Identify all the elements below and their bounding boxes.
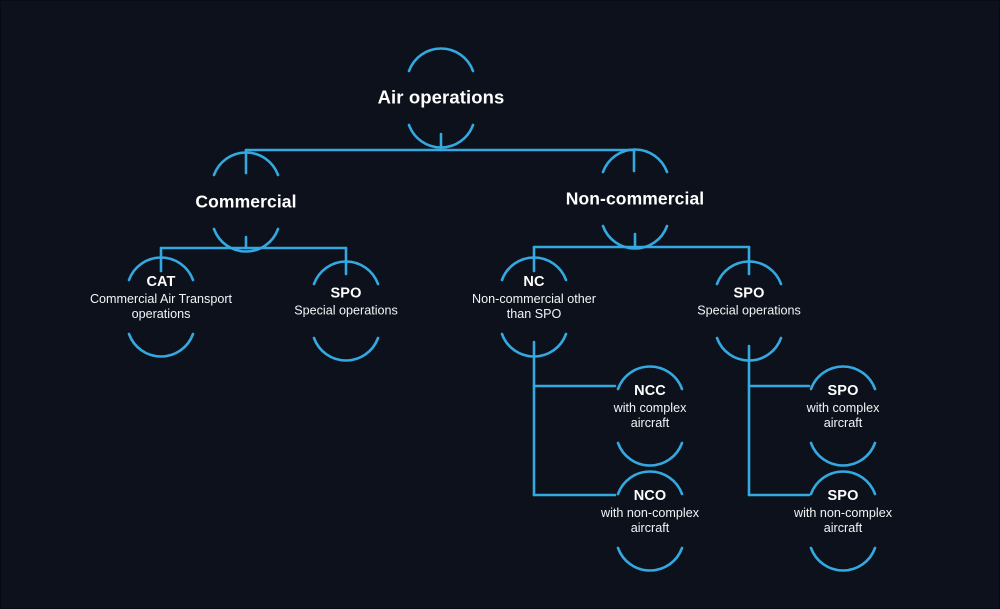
node-cat-subtitle-line1: Commercial Air Transport	[89, 291, 233, 306]
arc-top-spo-non-commercial	[715, 260, 783, 286]
node-air-operations-title: Air operations	[377, 86, 505, 108]
node-nco-subtitle-line2: aircraft	[630, 520, 670, 535]
arc-bottom-spo-complex	[809, 441, 877, 467]
arc-bottom-commercial	[212, 227, 280, 253]
node-spo-non-complex-subtitle-line2: aircraft	[823, 520, 863, 535]
arc-bottom-nco	[616, 546, 684, 572]
node-cat-title: CAT	[146, 273, 176, 290]
node-air-operations[interactable]: Air operations	[378, 87, 505, 110]
node-non-commercial-title: Non-commercial	[565, 188, 705, 209]
node-nco[interactable]: NCO with non-complex aircraft	[601, 488, 699, 536]
node-spo-commercial[interactable]: SPO Special operations	[294, 285, 398, 318]
arc-bottom-non-commercial	[601, 224, 669, 250]
node-commercial[interactable]: Commercial	[195, 191, 296, 212]
node-nco-subtitle-line1: with non-complex	[601, 505, 699, 520]
node-nc[interactable]: NC Non-commercial other than SPO	[472, 274, 596, 322]
node-non-commercial[interactable]: Non-commercial	[566, 188, 705, 209]
node-commercial-title: Commercial	[195, 191, 297, 212]
node-spo-commercial-title: SPO	[330, 285, 362, 302]
arc-bottom-nc	[500, 332, 568, 358]
arc-top-spo-commercial	[312, 260, 380, 286]
node-ncc-subtitle-line2: aircraft	[630, 415, 670, 430]
arc-top-non-commercial	[601, 148, 669, 174]
node-spo-commercial-subtitle: Special operations	[294, 303, 398, 318]
arc-top-root	[407, 47, 475, 73]
arc-bottom-spo-non-complex	[809, 546, 877, 572]
node-spo-non-commercial-title: SPO	[733, 285, 765, 302]
node-spo-non-commercial-subtitle: Special operations	[697, 303, 801, 318]
node-nco-title: NCO	[633, 487, 667, 504]
arc-top-commercial	[212, 151, 280, 177]
node-nc-title: NC	[523, 273, 545, 290]
node-spo-non-commercial[interactable]: SPO Special operations	[697, 285, 801, 318]
node-nc-subtitle-line1: Non-commercial other	[472, 291, 596, 306]
node-spo-non-complex-title: SPO	[827, 487, 859, 504]
node-spo-complex-title: SPO	[827, 382, 859, 399]
arc-bottom-spo-non-commercial	[715, 336, 783, 362]
node-ncc[interactable]: NCC with complex aircraft	[614, 383, 687, 431]
arc-bottom-spo-commercial	[312, 336, 380, 362]
node-spo-complex[interactable]: SPO with complex aircraft	[807, 383, 880, 431]
arc-bottom-root	[407, 123, 475, 149]
node-nc-subtitle-line2: than SPO	[506, 306, 562, 321]
node-ncc-subtitle-line1: with complex	[613, 400, 687, 415]
node-ncc-title: NCC	[634, 382, 666, 399]
node-cat-subtitle-line2: operations	[131, 306, 191, 321]
node-spo-non-complex[interactable]: SPO with non-complex aircraft	[794, 488, 892, 536]
node-spo-non-complex-subtitle-line1: with non-complex	[794, 505, 892, 520]
node-spo-complex-subtitle-line1: with complex	[806, 400, 880, 415]
arc-bottom-cat	[127, 332, 195, 358]
node-cat[interactable]: CAT Commercial Air Transport operations	[90, 274, 232, 322]
arc-bottom-ncc	[616, 441, 684, 467]
node-spo-complex-subtitle-line2: aircraft	[823, 415, 863, 430]
